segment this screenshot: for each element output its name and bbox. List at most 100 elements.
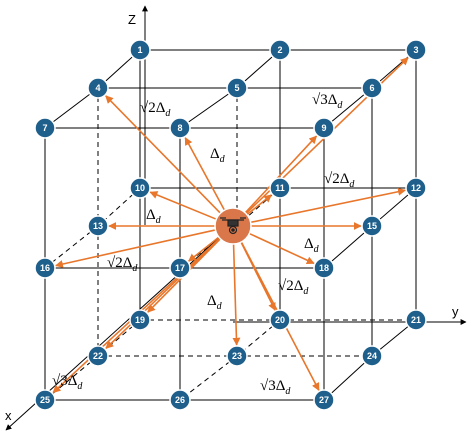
distance-label-d11: √3Δd xyxy=(260,378,291,397)
distance-label-d1: √2Δd xyxy=(140,100,171,119)
node-circle xyxy=(405,39,427,61)
node-6: 6 xyxy=(361,77,383,99)
node-label: 20 xyxy=(275,315,285,325)
node-circle xyxy=(87,77,109,99)
node-label: 11 xyxy=(275,183,285,193)
arrow-to-node-4 xyxy=(105,95,221,214)
distance-label-d2: √3Δd xyxy=(312,92,343,111)
node-16: 16 xyxy=(34,257,56,279)
node-circle xyxy=(34,117,56,139)
drone-icon xyxy=(220,217,246,235)
node-circle xyxy=(226,345,248,367)
node-23: 23 xyxy=(226,345,248,367)
node-12: 12 xyxy=(405,177,427,199)
node-10: 10 xyxy=(129,177,151,199)
node-label: 8 xyxy=(177,123,182,133)
node-circle xyxy=(87,215,109,237)
node-circle xyxy=(226,77,248,99)
node-circle xyxy=(313,257,335,279)
node-label: 7 xyxy=(42,123,47,133)
node-13: 13 xyxy=(87,215,109,237)
node-label: 10 xyxy=(135,183,145,193)
node-11: 11 xyxy=(269,177,291,199)
distance-label-d8: √2Δd xyxy=(278,278,309,297)
node-label: 21 xyxy=(411,315,421,325)
arrow-to-node-8 xyxy=(184,136,226,211)
node-label: 22 xyxy=(93,351,103,361)
arrow-to-node-22 xyxy=(105,237,221,349)
node-circle xyxy=(34,389,56,411)
node-circle xyxy=(361,215,383,237)
node-circle xyxy=(269,177,291,199)
node-label: 12 xyxy=(411,183,421,193)
node-circle xyxy=(129,177,151,199)
node-19: 19 xyxy=(129,309,151,331)
node-circle xyxy=(269,309,291,331)
node-4: 4 xyxy=(87,77,109,99)
distance-label-d4: √2Δd xyxy=(324,171,355,190)
arrow-to-node-17 xyxy=(187,236,220,262)
node-22: 22 xyxy=(87,345,109,367)
node-circle xyxy=(129,39,151,61)
node-3: 3 xyxy=(405,39,427,61)
node-label: 1 xyxy=(137,45,142,55)
y-axis-label: y xyxy=(452,304,459,319)
center-node xyxy=(214,207,252,245)
arrow-to-node-11 xyxy=(246,194,273,216)
node-circle xyxy=(313,117,335,139)
node-label: 24 xyxy=(367,351,377,361)
node-label: 17 xyxy=(175,263,185,273)
node-26: 26 xyxy=(169,389,191,411)
node-circle xyxy=(405,177,427,199)
node-label: 27 xyxy=(319,395,329,405)
node-circle xyxy=(169,117,191,139)
node-label: 23 xyxy=(232,351,242,361)
node-25: 25 xyxy=(34,389,56,411)
node-label: 13 xyxy=(93,221,103,231)
node-label: 19 xyxy=(135,315,145,325)
arrow-to-node-12 xyxy=(250,187,407,224)
distance-label-d3: Δd xyxy=(210,146,226,165)
node-circle xyxy=(405,309,427,331)
node-label: 3 xyxy=(413,45,418,55)
node-circle xyxy=(169,389,191,411)
node-20: 20 xyxy=(269,309,291,331)
node-8: 8 xyxy=(169,117,191,139)
z-axis-label: Z xyxy=(128,12,136,27)
arrow-to-node-9 xyxy=(244,135,318,214)
node-label: 9 xyxy=(321,123,326,133)
node-label: 6 xyxy=(369,83,374,93)
node-5: 5 xyxy=(226,77,248,99)
arrow-to-node-10 xyxy=(149,191,217,220)
node-label: 4 xyxy=(95,83,100,93)
node-circle xyxy=(313,389,335,411)
node-label: 26 xyxy=(175,395,185,405)
node-27: 27 xyxy=(313,389,335,411)
node-label: 15 xyxy=(367,221,377,231)
node-label: 5 xyxy=(234,83,239,93)
node-label: 25 xyxy=(40,395,50,405)
node-circle xyxy=(129,309,151,331)
node-2: 2 xyxy=(269,39,291,61)
node-circle xyxy=(269,39,291,61)
node-24: 24 xyxy=(361,345,383,367)
node-21: 21 xyxy=(405,309,427,331)
arrow-to-node-20 xyxy=(240,241,276,311)
node-label: 18 xyxy=(319,263,329,273)
node-18: 18 xyxy=(313,257,335,279)
node-15: 15 xyxy=(361,215,383,237)
node-circle xyxy=(361,345,383,367)
arrow-to-node-23 xyxy=(232,243,241,346)
node-circle xyxy=(169,257,191,279)
arrow-to-node-16 xyxy=(54,229,216,268)
arrow-to-node-18 xyxy=(249,232,315,265)
node-label: 16 xyxy=(40,263,50,273)
node-label: 2 xyxy=(277,45,282,55)
distance-label-d10: √3Δd xyxy=(52,373,83,392)
distance-label-d9: Δd xyxy=(207,293,223,312)
node-1: 1 xyxy=(129,39,151,61)
